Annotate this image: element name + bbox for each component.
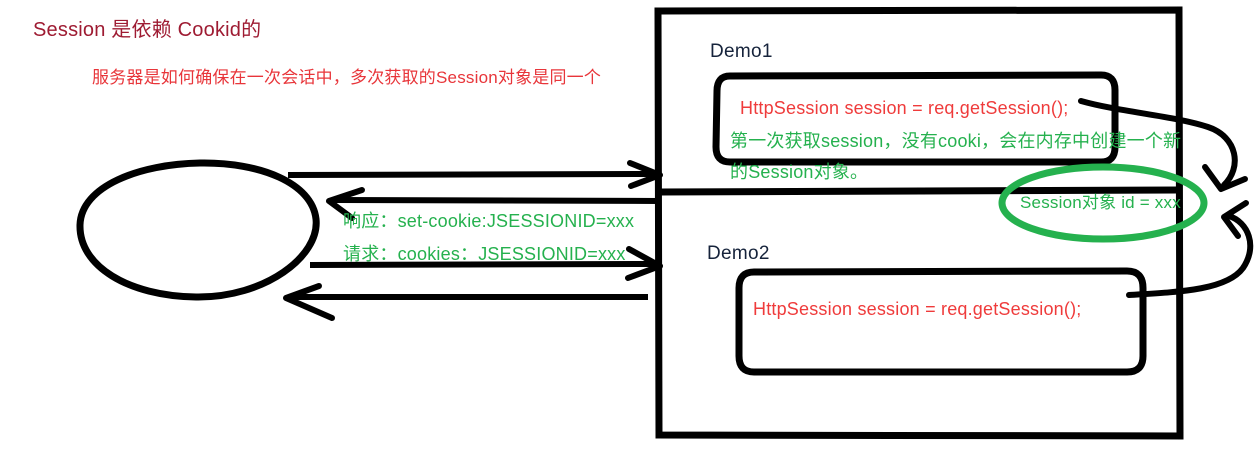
arrow-response-1-label: 响应：set-cookie:JSESSIONID=xxx [343,211,635,231]
demo2-label: Demo2 [707,243,770,264]
arrow-response-2-head [283,283,335,321]
server-rectangle [654,6,1184,440]
demo1-note-line-1: 第一次获取session，没有cooki，会在内存中创建一个新 [730,131,1182,151]
demo1-code-text: HttpSession session = req.getSession(); [740,98,1069,118]
browser-ellipse [76,159,320,301]
arrow-request-1 [287,171,656,178]
arrow-demo1-to-session-head [1202,164,1248,192]
arrow-request-2 [309,261,656,268]
arrow-response-1 [334,197,661,204]
arrow-request-1-head [627,160,663,189]
demo2-code-text: HttpSession session = req.getSession(); [753,299,1082,319]
demo2-code-box [735,267,1147,376]
arrow-request-2-head [625,246,663,281]
demo1-label: Demo1 [710,41,773,62]
session-object-label: Session对象 id = xxx [1020,193,1181,212]
page-subtitle: 服务器是如何确保在一次会话中，多次获取的Session对象是同一个 [92,68,602,87]
arrow-demo2-to-session-head [1221,200,1249,239]
demo1-note-line-2: 的Session对象。 [730,162,869,182]
server-divider [659,186,1180,196]
arrow-request-2-label: 请求：cookies：JSESSIONID=xxx [343,244,626,264]
arrow-demo2-to-session [1126,213,1254,298]
page-title: Session 是依赖 Cookid的 [33,19,262,41]
